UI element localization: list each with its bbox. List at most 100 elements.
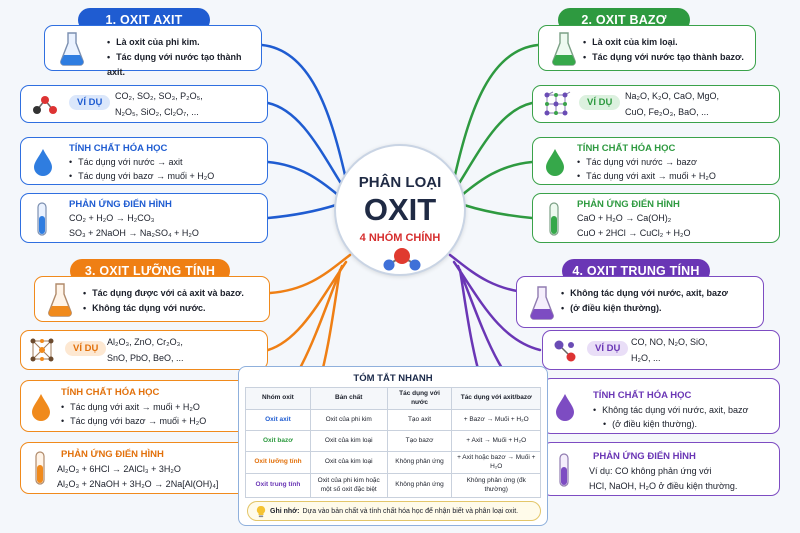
luongtinh-chem-1: Tác dụng với axit → muối + H₂O <box>61 400 206 414</box>
bazo-chem-2: Tác dụng với axit → muối + H₂O <box>577 169 716 183</box>
axit-chem-title: TÍNH CHẤT HÓA HỌC <box>69 143 168 154</box>
flask-icon <box>530 286 554 320</box>
table-cell: Không phản ứng <box>386 473 453 498</box>
axit-reaction-1: CO₂ + H₂O → H₂CO₃ <box>69 213 155 223</box>
axit-examples-line-2: N₂O₅, SiO₂, Cl₂O₇, ... <box>115 107 199 117</box>
luongtinh-example-label: VÍ DỤ <box>65 341 107 356</box>
lightbulb-icon <box>256 505 266 517</box>
summary-table-wrap: Nhóm oxit Bản chất Tác dụng với nước Tác… <box>245 387 541 498</box>
drop-icon <box>556 394 574 421</box>
bazo-example-box: VÍ DỤ Na₂O, K₂O, CaO, MgO, CuO, Fe₂O₃, B… <box>532 85 780 123</box>
summary-header: Tác dụng với nước <box>386 387 453 410</box>
trungtinh-example-box: VÍ DỤ CO, NO, N₂O, SiO, H₂O, ... <box>542 330 780 370</box>
center-title-main: OXIT <box>363 192 437 227</box>
bazo-reaction-title: PHẢN ỨNG ĐIỂN HÌNH <box>577 199 680 210</box>
luongtinh-chem-2: Tác dụng với bazơ → muối + H₂O <box>61 414 206 428</box>
bazo-examples-line-1: Na₂O, K₂O, CaO, MgO, <box>625 91 720 101</box>
luongtinh-chem-list: Tác dụng với axit → muối + H₂O Tác dụng … <box>61 400 206 428</box>
summary-header-row: Nhóm oxit Bản chất Tác dụng với nước Tác… <box>245 387 541 410</box>
trungtinh-examples-line-1: CO, NO, N₂O, SiO, <box>631 337 708 347</box>
luongtinh-definition-box: Tác dụng được với cả axit và bazơ. Không… <box>34 276 270 322</box>
table-cell: Oxit của phi kim <box>309 409 388 431</box>
table-cell: Oxit của kim loại <box>309 430 388 452</box>
summary-title: TÓM TẮT NHANH <box>353 373 433 384</box>
table-cell: Tạo axit <box>386 409 453 431</box>
table-cell: Oxit lưỡng tính <box>245 451 311 474</box>
test-tube-icon <box>37 202 47 236</box>
drop-icon <box>34 149 52 176</box>
bazo-points: Là oxit của kim loại. Tác dụng với nước … <box>583 35 744 65</box>
flask-icon <box>60 32 84 66</box>
axit-chem-2: Tác dụng với bazơ → muối + H₂O <box>69 169 214 183</box>
trungtinh-chem-title: TÍNH CHẤT HÓA HỌC <box>593 390 692 401</box>
note-text: Dựa vào bản chất và tính chất hóa học để… <box>302 507 519 515</box>
crystal-lattice-icon <box>30 338 54 362</box>
luongtinh-chem-box: TÍNH CHẤT HÓA HỌC Tác dụng với axit → mu… <box>20 380 268 432</box>
molecule-icon <box>554 340 576 362</box>
drop-icon <box>546 149 564 176</box>
table-cell: + Axit hoặc bazơ → Muối + H₂O <box>451 451 541 474</box>
bazo-reaction-1: CaO + H₂O → Ca(OH)₂ <box>577 213 672 223</box>
center-subtitle: 4 NHÓM CHÍNH <box>359 232 441 244</box>
summary-panel: TÓM TẮT NHANH Nhóm oxit Bản chất Tác dụn… <box>238 366 548 526</box>
summary-table: Nhóm oxit Bản chất Tác dụng với nước Tác… <box>245 387 541 498</box>
trungtinh-chem-1: Không tác dụng với nước, axit, bazơ <box>593 403 748 417</box>
table-cell: + Axit → Muối + H₂O <box>451 430 541 452</box>
luongtinh-examples-line-1: Al₂O₃, ZnO, Cr₂O₃, <box>107 337 183 347</box>
axit-example-box: VÍ DỤ CO₂, SO₂, SO₃, P₂O₅, N₂O₅, SiO₂, C… <box>20 85 268 123</box>
axit-example-label: VÍ DỤ <box>69 95 111 110</box>
trungtinh-point-1: Không tác dụng với nước, axit, bazơ <box>561 286 728 301</box>
summary-header: Bản chất <box>309 387 388 410</box>
bazo-definition-box: Là oxit của kim loại. Tác dụng với nước … <box>538 25 756 71</box>
luongtinh-chem-title: TÍNH CHẤT HÓA HỌC <box>61 387 160 398</box>
axit-definition-box: Là oxit của phi kim. Tác dụng với nước t… <box>44 25 262 77</box>
table-cell: Oxit bazơ <box>245 430 311 452</box>
trungtinh-chem-list: Không tác dụng với nước, axit, bazơ (ở đ… <box>593 403 748 431</box>
luongtinh-point-2: Không tác dụng với nước. <box>83 301 244 316</box>
luongtinh-reaction-box: PHẢN ỨNG ĐIỂN HÌNH Al₂O₃ + 6HCl → 2AlCl₃… <box>20 442 268 494</box>
crystal-lattice-icon <box>544 91 571 116</box>
drop-icon <box>32 394 50 421</box>
bazo-chem-title: TÍNH CHẤT HÓA HỌC <box>577 143 676 154</box>
table-cell: Không phản ứng <box>386 451 453 474</box>
luongtinh-examples-line-2: SnO, PbO, BeO, ... <box>107 353 184 363</box>
luongtinh-example-box: VÍ DỤ Al₂O₃, ZnO, Cr₂O₃, SnO, PbO, BeO, … <box>20 330 268 370</box>
luongtinh-points: Tác dụng được với cả axit và bazơ. Không… <box>83 286 244 316</box>
trungtinh-points: Không tác dụng với nước, axit, bazơ (ở đ… <box>561 286 728 316</box>
trungtinh-example-label: VÍ DỤ <box>587 341 629 356</box>
trungtinh-chem-2: (ở điều kiện thường). <box>593 417 748 431</box>
axit-reaction-title: PHẢN ỨNG ĐIỂN HÌNH <box>69 199 172 210</box>
note-label: Ghi nhớ: <box>270 507 300 515</box>
flask-icon <box>552 32 576 66</box>
bazo-chem-1: Tác dụng với nước → bazơ <box>577 155 716 169</box>
axit-chem-box: TÍNH CHẤT HÓA HỌC Tác dụng với nước → ax… <box>20 137 268 185</box>
axit-point-2: Tác dụng với nước tạo thành axit. <box>107 50 261 80</box>
bazo-reaction-2: CuO + 2HCl → CuCl₂ + H₂O <box>577 228 691 238</box>
table-row: Oxit axit Oxit của phi kim Tạo axit + Ba… <box>245 409 541 431</box>
axit-chem-1: Tác dụng với nước → axit <box>69 155 214 169</box>
trungtinh-definition-box: Không tác dụng với nước, axit, bazơ (ở đ… <box>516 276 764 328</box>
table-cell: Oxit trung tính <box>245 473 311 498</box>
axit-examples-line-1: CO₂, SO₂, SO₃, P₂O₅, <box>115 91 203 101</box>
table-cell: + Bazơ → Muối + H₂O <box>451 409 541 431</box>
trungtinh-reaction-title: PHẢN ỨNG ĐIỂN HÌNH <box>593 451 696 462</box>
bazo-reaction-box: PHẢN ỨNG ĐIỂN HÌNH CaO + H₂O → Ca(OH)₂ C… <box>532 193 780 243</box>
center-circle: PHÂN LOẠI OXIT 4 NHÓM CHÍNH <box>334 144 466 276</box>
test-tube-icon <box>549 202 559 236</box>
bazo-point-1: Là oxit của kim loại. <box>583 35 744 50</box>
summary-header: Tác dụng với axit/bazơ <box>451 387 541 410</box>
summary-header: Nhóm oxit <box>245 387 311 410</box>
trungtinh-reaction-2: HCl, NaOH, H₂O ở điều kiện thường. <box>589 481 738 491</box>
bazo-chem-list: Tác dụng với nước → bazơ Tác dụng với ax… <box>577 155 716 183</box>
bazo-chem-box: TÍNH CHẤT HÓA HỌC Tác dụng với nước → ba… <box>532 137 780 185</box>
molecule-icon <box>33 96 57 114</box>
bazo-point-2: Tác dụng với nước tạo thành bazơ. <box>583 50 744 65</box>
molecule-icon <box>383 248 421 271</box>
table-cell: Không phản ứng (đk thường) <box>451 473 541 498</box>
flask-icon <box>48 283 72 317</box>
test-tube-icon <box>559 453 569 487</box>
bazo-examples-line-2: CuO, Fe₂O₃, BaO, ... <box>625 107 709 117</box>
axit-reaction-box: PHẢN ỨNG ĐIỂN HÌNH CO₂ + H₂O → H₂CO₃ SO₃… <box>20 193 268 243</box>
luongtinh-reaction-1: Al₂O₃ + 6HCl → 2AlCl₃ + 3H₂O <box>57 464 181 474</box>
trungtinh-reaction-box: PHẢN ỨNG ĐIỂN HÌNH Ví dụ: CO không phản … <box>542 442 780 496</box>
